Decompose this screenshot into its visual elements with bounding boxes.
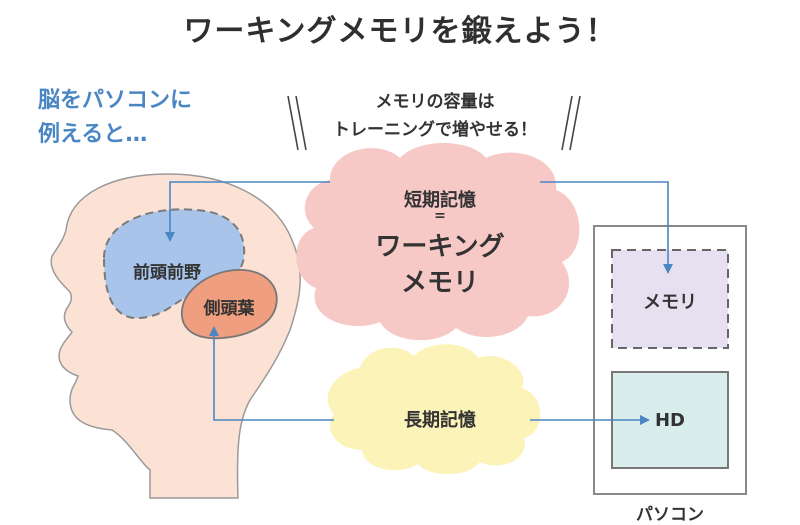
temporal-lobe-region — [181, 269, 278, 340]
callout-text: メモリの容量は トレーニングで増やせる！ — [305, 88, 565, 144]
short-term-label: 短期記憶 — [404, 190, 476, 211]
callout-line-1: メモリの容量は — [375, 92, 495, 112]
memory-label: メモリ — [400, 268, 479, 298]
callout-emphasis-marks — [287, 95, 581, 151]
arrow-long-term-to-temporal — [209, 326, 334, 421]
working-label: ワーキング — [375, 232, 505, 262]
page-title: ワーキングメモリを鍛えよう！ — [183, 14, 617, 49]
arrow-short-term-to-frontal — [165, 181, 330, 242]
pc-memory-label: メモリ — [643, 292, 697, 313]
frontal-lobe-label: 前頭前野 — [133, 263, 201, 283]
short-term-memory-cloud — [296, 143, 580, 341]
intro-text: 脳をパソコンに 例えると… — [38, 84, 192, 152]
temporal-lobe-label: 側頭葉 — [203, 299, 255, 319]
callout-line-2: トレーニングで増やせる！ — [333, 120, 537, 140]
short-term-equals: = — [434, 208, 446, 224]
intro-line-1: 脳をパソコンに — [38, 88, 193, 113]
long-term-memory-cloud — [327, 344, 541, 475]
pc-hd-label: HD — [654, 410, 685, 431]
long-term-label: 長期記憶 — [404, 410, 476, 431]
pc-label: パソコン — [636, 505, 704, 525]
intro-line-2: 例えると… — [38, 122, 148, 147]
arrow-short-term-to-memory — [540, 181, 673, 274]
